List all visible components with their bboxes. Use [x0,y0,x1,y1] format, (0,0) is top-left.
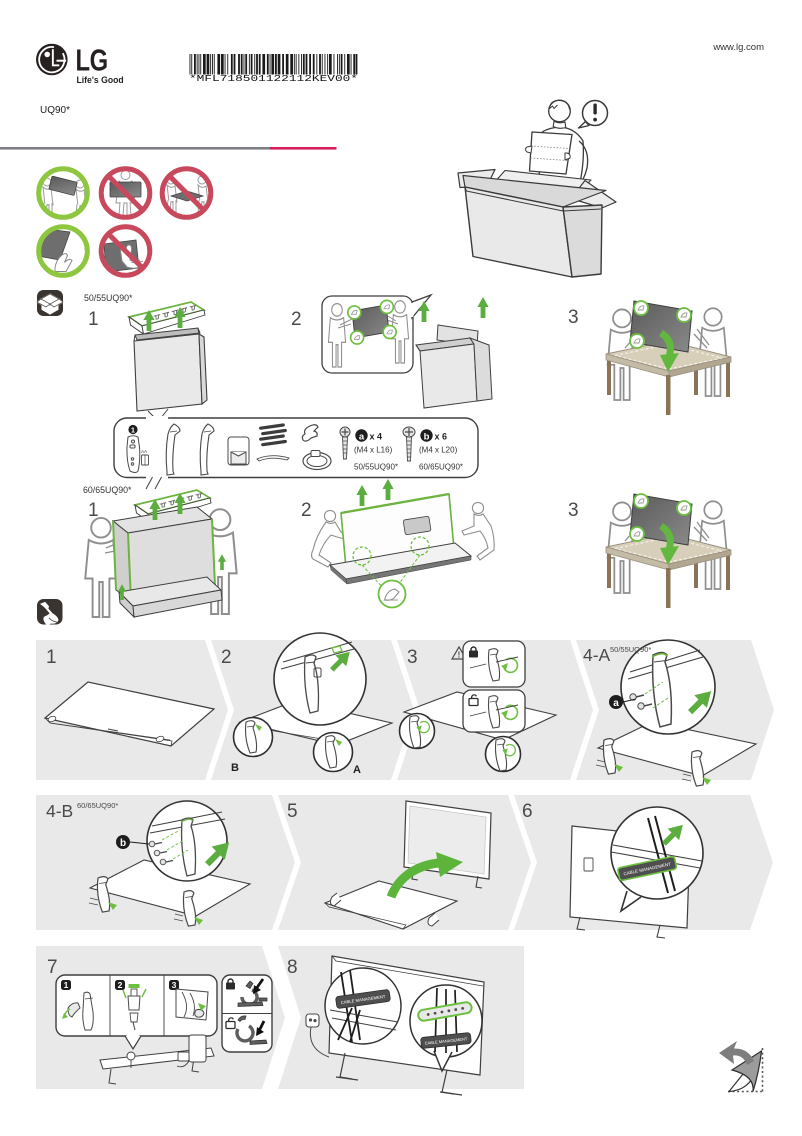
svg-text:5: 5 [287,801,298,822]
svg-text:1: 1 [88,309,99,330]
svg-text:2: 2 [291,309,302,330]
svg-text:1: 1 [88,500,99,521]
svg-text:2: 2 [221,647,232,668]
svg-text:a: a [359,431,365,442]
svg-text:*MFL718501122112KEV00*: *MFL718501122112KEV00* [189,74,358,84]
svg-text:CABLE MANAGEMENT: CABLE MANAGEMENT [340,994,386,1005]
svg-text:50/55UQ90*: 50/55UQ90* [354,463,398,472]
svg-text:4-B: 4-B [46,801,73,821]
svg-text:50/55UQ90*: 50/55UQ90* [610,645,651,654]
svg-text:x 6: x 6 [435,432,448,442]
svg-text:3: 3 [568,307,579,328]
svg-text:60/65UQ90*: 60/65UQ90* [83,485,132,495]
svg-text:4-A: 4-A [583,645,611,665]
svg-text:B: B [231,762,239,774]
svg-text:1: 1 [131,425,135,434]
svg-text:8: 8 [287,957,298,978]
svg-text:7: 7 [47,957,58,978]
svg-text:3: 3 [172,980,177,990]
svg-text:60/65UQ90*: 60/65UQ90* [419,463,463,472]
svg-text:1: 1 [64,980,69,990]
svg-text:CABLE MANAGEMENT: CABLE MANAGEMENT [424,1036,468,1046]
svg-text:AA: AA [141,449,147,454]
svg-text:3: 3 [407,647,418,668]
svg-text:!: ! [458,651,461,660]
svg-text:3: 3 [568,500,579,521]
svg-text:x 4: x 4 [370,432,383,442]
svg-text:b: b [424,431,430,442]
svg-text:www.lg.com: www.lg.com [712,42,764,53]
svg-text:50/55UQ90*: 50/55UQ90* [84,293,133,303]
svg-text:1: 1 [46,647,57,668]
svg-text:a: a [613,698,619,709]
svg-text:60/65UQ90*: 60/65UQ90* [77,801,118,810]
svg-text:A: A [353,764,361,776]
svg-text:(M4 x L16): (M4 x L16) [354,446,393,455]
svg-text:(M4 x L20): (M4 x L20) [419,446,458,455]
svg-text:6: 6 [522,801,533,822]
svg-text:2: 2 [118,980,123,990]
svg-text:2: 2 [301,500,312,521]
svg-text:UQ90*: UQ90* [40,105,70,116]
svg-text:Life's Good: Life's Good [77,75,124,86]
svg-text:LG: LG [76,43,108,78]
svg-text:b: b [120,838,126,849]
